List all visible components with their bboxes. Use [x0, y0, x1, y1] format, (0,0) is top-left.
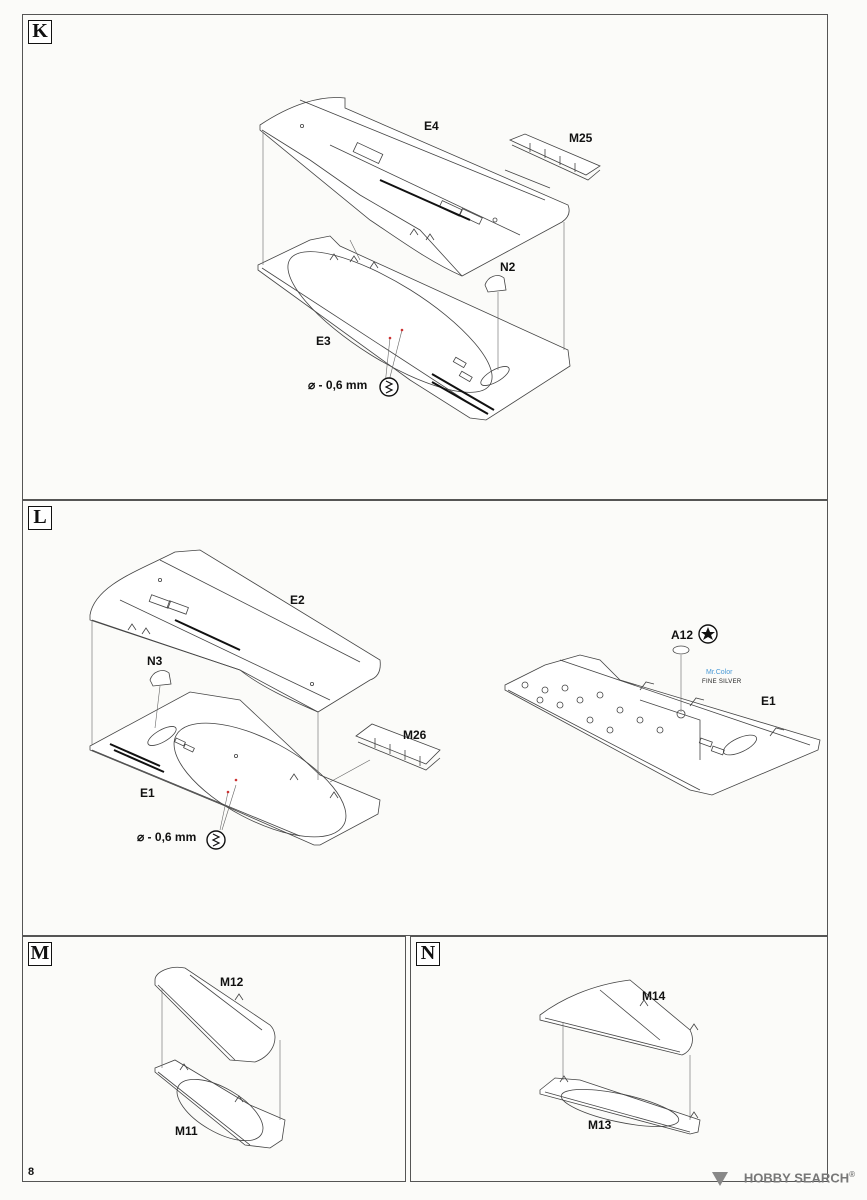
label-e3: E3 [316, 334, 331, 348]
step-m-letter: M [28, 942, 52, 966]
label-m11: M11 [175, 1124, 198, 1138]
label-m25: M25 [569, 131, 593, 145]
paint-name: FINE SILVER [702, 679, 742, 685]
step-k-guides [263, 132, 564, 385]
step-l-guides [92, 620, 370, 830]
step-l-part-a12 [673, 646, 689, 712]
label-m14: M14 [642, 989, 666, 1003]
label-e1-lower: E1 [140, 786, 155, 800]
step-k-upper-wing [260, 97, 569, 276]
watermark-logo-icon [712, 1172, 728, 1186]
step-m-lower-wing [155, 1060, 285, 1153]
step-k-lower-wing [258, 227, 570, 420]
step-l-panel [22, 500, 828, 936]
step-k-panel [22, 14, 828, 500]
label-n2: N2 [500, 260, 516, 274]
step-l-upper-wing [90, 550, 380, 712]
label-m26: M26 [403, 728, 427, 742]
label-e2: E2 [290, 593, 305, 607]
step-l-lower-wing [90, 692, 380, 860]
label-a12: A12 [671, 628, 694, 642]
step-n-panel [410, 936, 828, 1182]
step-n-lower-wing [540, 1076, 700, 1134]
step-l-part-n3 [150, 671, 171, 686]
step-m-guides [162, 988, 280, 1120]
step-k-letter: K [28, 20, 52, 44]
drill-size-l: ⌀ - 0,6 mm [137, 830, 197, 844]
step-k-radiator [505, 134, 600, 188]
page-number: 8 [28, 1166, 35, 1178]
step-k-part-n2 [485, 276, 506, 292]
drill-icon [207, 831, 225, 849]
step-m-upper-wing [155, 967, 275, 1062]
step-l-letter: L [28, 506, 52, 530]
label-n3: N3 [147, 654, 163, 668]
step-n-upper-wing [540, 980, 698, 1055]
paint-star-icon [699, 625, 717, 643]
paint-code: Mr.Color [706, 669, 733, 676]
label-m12: M12 [220, 975, 244, 989]
watermark-text: HOBBY SEARCH [743, 1170, 850, 1186]
label-e4: E4 [424, 119, 439, 133]
label-m13: M13 [588, 1118, 612, 1132]
drill-icon [380, 378, 398, 396]
watermark: HOBBY SEARCH® [744, 1170, 855, 1185]
label-e1-view: E1 [761, 694, 776, 708]
drill-size-k: ⌀ - 0,6 mm [308, 378, 368, 392]
step-n-letter: N [416, 942, 440, 966]
step-l-radiator [356, 724, 440, 770]
step-n-guides [563, 1022, 690, 1120]
watermark-mark: ® [849, 1170, 855, 1179]
step-m-panel [22, 936, 406, 1182]
step-l-view-wing [505, 655, 820, 795]
